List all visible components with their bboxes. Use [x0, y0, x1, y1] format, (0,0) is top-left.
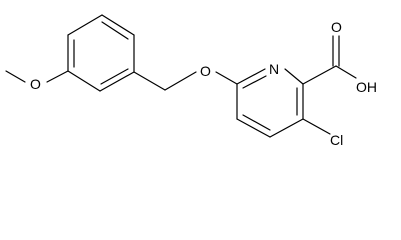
bond-o-pyridine — [215, 71, 238, 85]
bond-ring-ch2 — [133, 71, 166, 91]
ether-oxygen-label: O — [200, 63, 211, 79]
benzene-ring — [67, 14, 135, 92]
bond-c-oh — [335, 65, 357, 79]
chlorine-label: Cl — [330, 132, 343, 148]
bond-o-aryl — [46, 70, 69, 83]
bond-ring-carboxyl — [302, 65, 337, 85]
bond-ch2-o — [164, 71, 197, 91]
molecule-canvas: O O N O OH Cl — [5, 14, 377, 148]
hydroxyl-label: OH — [356, 79, 377, 95]
ring-nitrogen-label: N — [269, 61, 279, 77]
methoxy-oxygen-label: O — [30, 76, 41, 92]
carbonyl-oxygen-label: O — [331, 19, 342, 35]
bond-methyl-o — [5, 70, 26, 83]
bond-ring-cl — [302, 118, 331, 135]
structure-diagram: O O N O OH Cl — [5, 14, 377, 148]
pyridine-ring — [236, 68, 304, 138]
